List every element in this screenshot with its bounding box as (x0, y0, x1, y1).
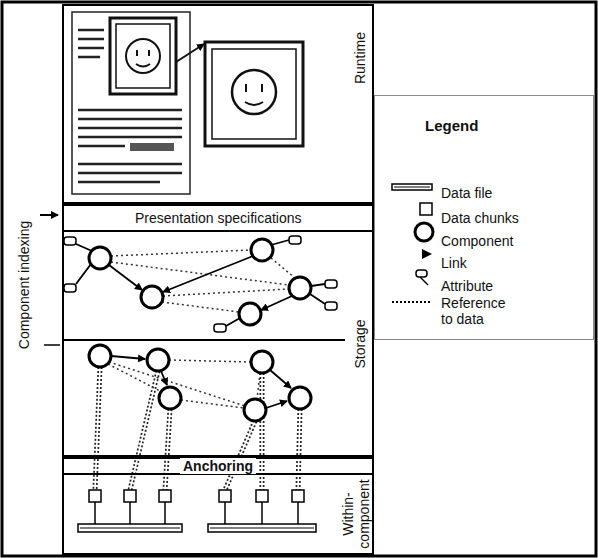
legend-text: Reference to data (441, 295, 521, 327)
runtime-layer: Runtime (62, 4, 374, 204)
layer-name: Within-component (340, 475, 372, 553)
legend-text: Component (441, 233, 513, 249)
legend-text: Data file (441, 185, 492, 201)
presentation-band: Presentation specifications (62, 204, 374, 232)
indexing-arrow (40, 214, 58, 216)
component-sample (415, 223, 433, 241)
anchoring-band: Anchoring (62, 455, 374, 475)
layer-name: Presentation specifications (135, 210, 302, 226)
indexing-tick (44, 344, 60, 346)
component-graph-upper (64, 236, 337, 332)
storage-separator (62, 339, 345, 341)
attribute-sample (416, 270, 427, 277)
data-chunk-sample (420, 203, 432, 215)
data-references (95, 367, 300, 490)
data-file-sample (392, 184, 432, 190)
reference-sample (392, 301, 432, 303)
layer-name: Anchoring (180, 458, 256, 474)
legend-text: Link (441, 255, 467, 271)
within-component-layer: Within-component (62, 475, 374, 555)
legend-text: Data chunks (441, 210, 519, 226)
layer-name: Storage (352, 289, 368, 399)
legend-text: Attribute (441, 278, 493, 294)
data-files (78, 490, 316, 532)
axis-label: Component indexing (16, 221, 32, 349)
runtime-illustration (72, 12, 303, 194)
component-graph-lower (89, 345, 311, 421)
layer-name: Legend (425, 118, 478, 134)
legend-box: LegendData fileData chunksComponentLinkA… (374, 95, 594, 340)
legend-samples (392, 184, 433, 302)
storage-layer: Storage (62, 232, 374, 455)
link-sample (422, 249, 432, 259)
layer-name: Runtime (352, 3, 368, 113)
